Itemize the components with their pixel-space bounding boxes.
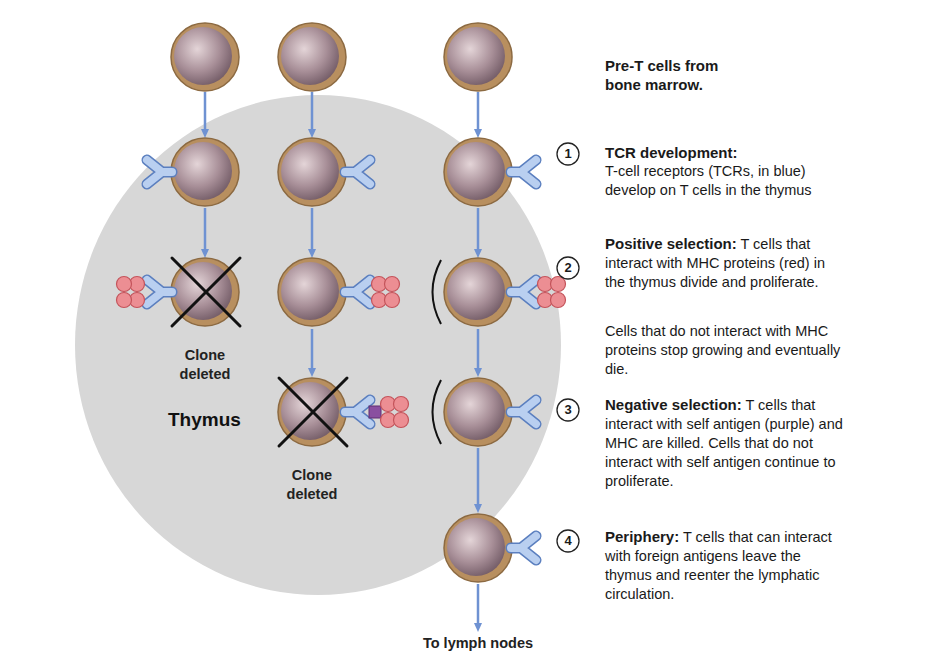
tcr-receptor: [147, 160, 172, 184]
flow-arrow: [477, 584, 480, 628]
proliferation-bracket: [433, 380, 442, 444]
t-cell: [444, 514, 512, 582]
proliferation-bracket: [433, 260, 442, 324]
thymus-label: Thymus: [168, 409, 278, 431]
mhc-protein: [117, 277, 145, 308]
step-circle: [557, 399, 579, 421]
flow-arrows: [205, 92, 478, 628]
callout-number: 3: [557, 399, 579, 421]
t-cell: [278, 258, 346, 326]
source-note: Pre-T cells from bone marrow.: [605, 57, 718, 93]
callout-number: 1: [557, 143, 579, 165]
flow-arrow: [311, 92, 314, 134]
tcr-receptor: [511, 536, 536, 560]
mhc-protein: [538, 277, 566, 308]
flow-arrow: [477, 208, 480, 254]
t-cell: [278, 378, 346, 446]
callout-number: 1: [564, 146, 571, 161]
step-note: Cells that do not interact with MHC prot…: [605, 323, 840, 377]
tcr-receptor: [345, 280, 370, 304]
t-cell: [171, 258, 239, 326]
callout-number: 4: [557, 530, 579, 552]
deletion-label: Clone deleted: [165, 346, 245, 384]
step-note: Cells that do not interact with MHC prot…: [605, 322, 843, 379]
thymus-shape: [75, 95, 561, 595]
step-text: Positive selection: T cells that interac…: [605, 234, 843, 292]
pre-t-cell: [278, 23, 346, 91]
deletion-label: Clone deleted: [272, 466, 352, 504]
deletion-cross: [279, 378, 347, 446]
flow-arrow: [311, 329, 314, 373]
deletion-label: Clone deleted: [287, 467, 338, 502]
tcr-receptor: [511, 280, 536, 304]
step-circle: [557, 530, 579, 552]
tcr-receptor: [511, 160, 536, 184]
tcr-receptor: [511, 400, 536, 424]
tcr-receptor: [147, 280, 172, 304]
t-cell: [444, 138, 512, 206]
step-heading: Positive selection:: [605, 235, 737, 252]
step-circle: [557, 143, 579, 165]
mhc-protein: [381, 397, 409, 428]
step-body: T-cell receptors (TCRs, in blue) develop…: [605, 162, 843, 200]
step-heading: TCR development:: [605, 143, 843, 162]
flow-arrow: [477, 92, 480, 134]
tcr-receptor: [345, 400, 370, 424]
mhc-protein: [372, 277, 400, 308]
tcr-receptor: [345, 160, 370, 184]
pre-t-cell: [171, 23, 239, 91]
callout-number: 2: [564, 260, 571, 275]
step-heading: Periphery:: [605, 528, 679, 545]
callout-number: 4: [564, 533, 571, 548]
flow-arrow: [204, 92, 207, 134]
step-heading: Negative selection:: [605, 396, 742, 413]
callout-number: 3: [564, 402, 571, 417]
deletion-label: Clone deleted: [180, 347, 231, 382]
flow-arrow: [477, 329, 480, 373]
exit-label: To lymph nodes: [423, 635, 533, 651]
pre-t-cell: [444, 23, 512, 91]
exit-label: To lymph nodes: [393, 634, 563, 653]
flow-arrow: [477, 448, 480, 509]
t-cell: [444, 258, 512, 326]
step-text: TCR development:T-cell receptors (TCRs, …: [605, 143, 843, 200]
step-circles: [557, 143, 579, 552]
self-antigen: [369, 406, 381, 418]
step-text: Negative selection: T cells that interac…: [605, 395, 843, 491]
source-note: Pre-T cells from bone marrow.: [605, 56, 755, 94]
deletion-cross: [172, 258, 240, 326]
step-circle: [557, 257, 579, 279]
flow-arrow: [311, 208, 314, 254]
t-cell: [444, 378, 512, 446]
flow-arrow: [204, 208, 207, 254]
t-cell: [171, 138, 239, 206]
step-text: Periphery: T cells that can interact wit…: [605, 527, 843, 604]
callout-number: 2: [557, 257, 579, 279]
t-cell: [278, 138, 346, 206]
